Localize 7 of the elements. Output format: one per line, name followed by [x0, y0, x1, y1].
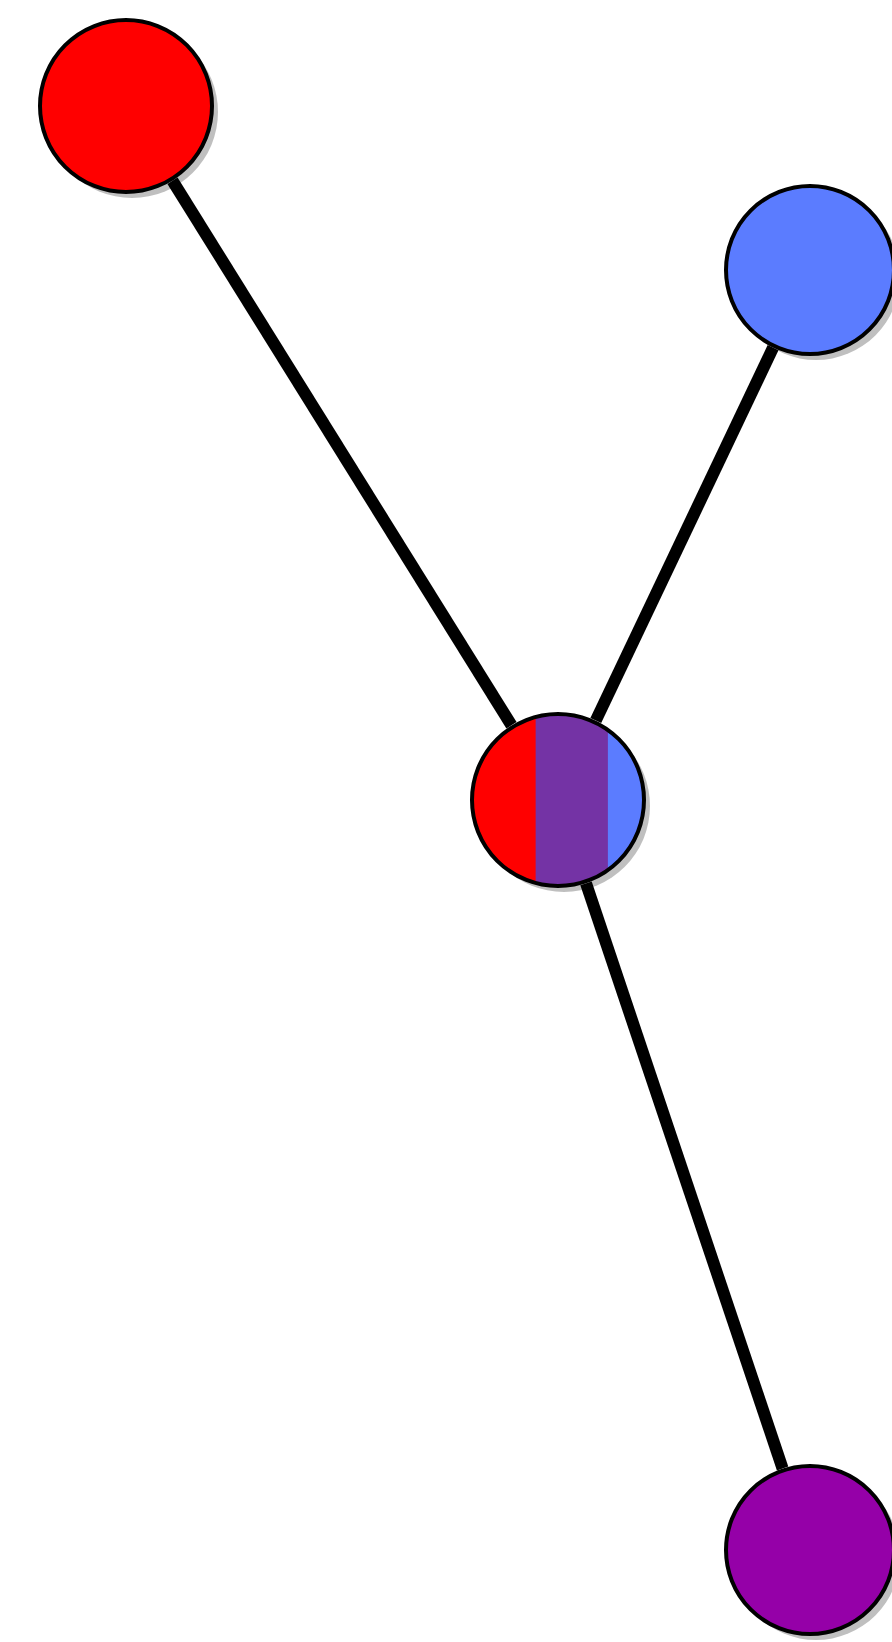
circle-node [36, 16, 216, 196]
circle-node [468, 710, 648, 890]
connector-line [580, 881, 789, 1471]
connector-line [590, 345, 779, 724]
connector-line [167, 177, 517, 729]
circle-node [722, 182, 892, 358]
circle-node [722, 1462, 892, 1638]
